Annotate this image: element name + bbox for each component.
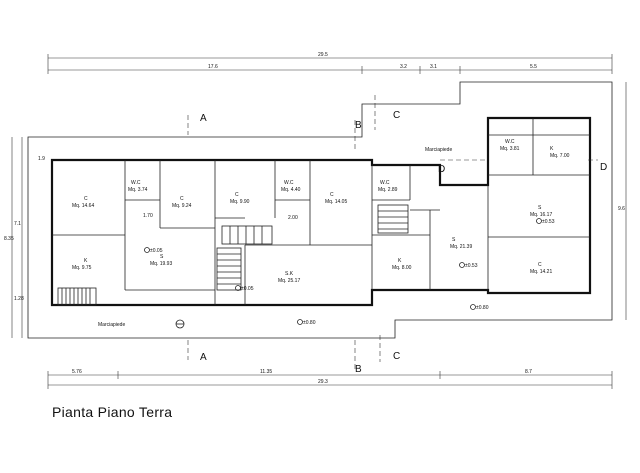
section-marker-d-right: D (600, 162, 607, 173)
staircase-right (377, 204, 409, 234)
room-type: K (398, 258, 402, 264)
section-marker-a-bottom: A (200, 352, 207, 363)
room-area: Mq. 16.17 (530, 212, 552, 218)
level-marker: ±0.05 (241, 286, 254, 292)
misc-dim: 2.00 (288, 215, 298, 221)
room-area: Mq. 9.75 (72, 265, 92, 271)
room-area: Mq. 25.17 (278, 278, 300, 284)
building-walls (50, 116, 592, 307)
sidewalk-label-top: Marciapiede (425, 147, 452, 153)
room-area: Mq. 9.90 (230, 199, 250, 205)
room-type: C (330, 192, 334, 198)
dim-bottom-2: 11.35 (260, 369, 272, 375)
room-area: Mq. 14.64 (72, 203, 94, 209)
room-type: S.K (285, 271, 294, 277)
level-marker: ±0.80 (303, 320, 316, 326)
level-marker: ±0.05 (150, 248, 163, 254)
room-type: S (452, 237, 456, 243)
dim-bottom-total: 29.3 (318, 379, 328, 385)
level-marker: ±0.53 (542, 219, 555, 225)
section-marker-c-top: C (393, 110, 400, 121)
room-type: C (84, 196, 88, 202)
room-type: W.C (131, 180, 141, 186)
room-type: S (538, 205, 542, 211)
room-type: K (84, 258, 88, 264)
interior-walls (52, 118, 590, 305)
dim-left-1: 8.35 (4, 236, 14, 242)
section-marker-b-top: B (355, 120, 362, 131)
level-marker: ±0.80 (476, 305, 489, 311)
dim-right-1: 9.6 (618, 206, 625, 212)
dim-top-total: 29.5 (318, 52, 328, 58)
room-area: Mq. 19.93 (150, 261, 172, 267)
room-area: Mq. 14.05 (325, 199, 347, 205)
dim-top-2: 3.2 (400, 64, 407, 70)
dim-bottom-3: 8.7 (525, 369, 532, 375)
sidewalk-label-bottom: Marciapiede (98, 322, 125, 328)
room-area: Mq. 21.39 (450, 244, 472, 250)
room-area: Mq. 9.24 (172, 203, 192, 209)
room-type: W.C (505, 139, 515, 145)
section-marker-d-left: D (438, 164, 445, 175)
section-marker-b-bottom: B (355, 364, 362, 375)
dimension-lines-sides (11, 82, 627, 338)
room-area: Mq. 7.00 (550, 153, 570, 159)
room-area: Mq. 3.74 (128, 187, 148, 193)
section-lines (187, 95, 598, 370)
dim-top-1: 17.6 (208, 64, 218, 70)
room-type: C (538, 262, 542, 268)
staircase-center (216, 225, 273, 291)
room-area: Mq. 8.00 (392, 265, 412, 271)
misc-dim: 1.70 (143, 213, 153, 219)
room-type: W.C (380, 180, 390, 186)
dim-bottom-1: 5.76 (72, 369, 82, 375)
dimension-lines-top (47, 54, 613, 74)
dim-left-3: 7.1 (14, 221, 21, 227)
room-type: S (160, 254, 164, 260)
level-marker-icons (144, 218, 542, 325)
room-area: Mq. 2.89 (378, 187, 398, 193)
room-type: K (550, 146, 554, 152)
dim-top-3: 3.1 (430, 64, 437, 70)
level-marker: ±0.53 (465, 263, 478, 269)
room-type: C (235, 192, 239, 198)
plot-outline (27, 81, 613, 339)
dim-left-2: 1.28 (14, 296, 24, 302)
room-type: C (180, 196, 184, 202)
entrance-icon (175, 319, 185, 329)
room-type: W.C (284, 180, 294, 186)
dimension-lines-bottom (47, 371, 613, 389)
page-title: Pianta Piano Terra (52, 404, 173, 420)
dim-top-4: 5.5 (530, 64, 537, 70)
section-marker-c-bottom: C (393, 351, 400, 362)
room-area: Mq. 3.81 (500, 146, 520, 152)
room-area: Mq. 14.21 (530, 269, 552, 275)
staircase-left (57, 287, 97, 306)
dim-left-4: 1.9 (38, 156, 45, 162)
section-marker-a-top: A (200, 113, 207, 124)
room-area: Mq. 4.40 (281, 187, 301, 193)
